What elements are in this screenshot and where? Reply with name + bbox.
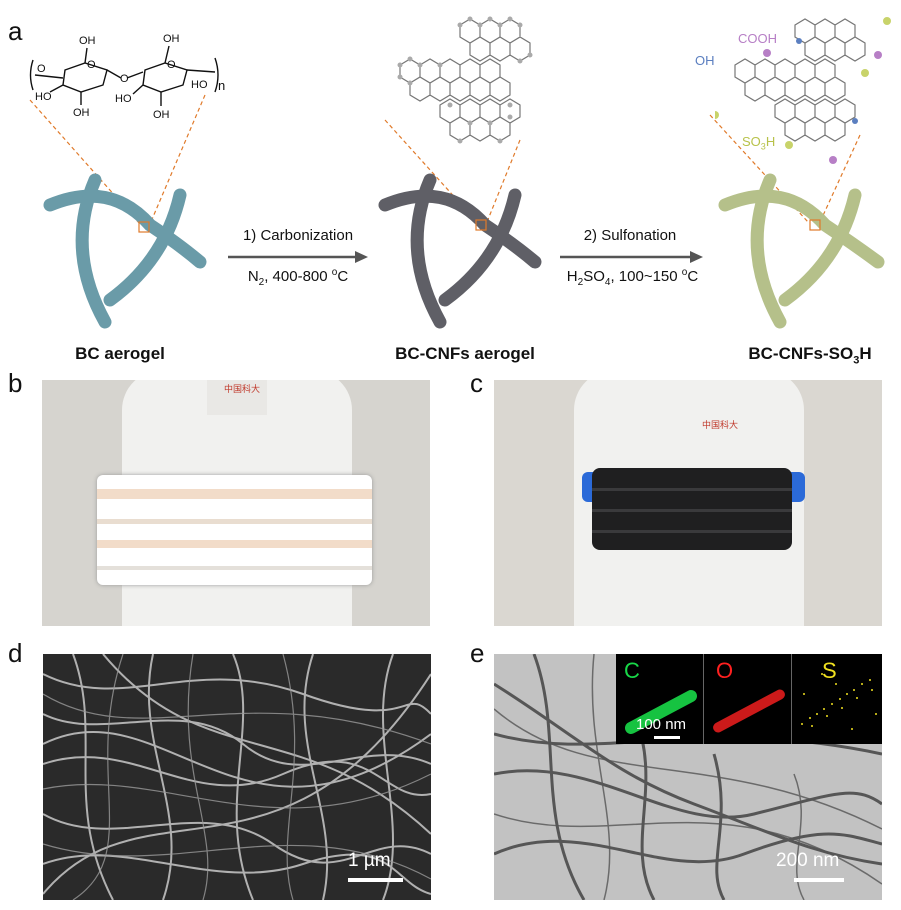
step1-title: 1) Carbonization [242, 227, 354, 244]
eds-map-c: C [616, 654, 704, 744]
bc-cnfs-aerogel-label: BC-CNFs aerogel [395, 344, 535, 363]
so3h-group-label: SO3H [742, 134, 776, 152]
eds-map-o-fiber [711, 687, 787, 735]
eds-map-s-dots [801, 673, 877, 730]
coat-collar [207, 380, 267, 415]
coat-stamp: 中国科大 [224, 384, 261, 394]
svg-text:HO: HO [115, 93, 132, 105]
sem-fiber-network [43, 654, 431, 900]
step2-title: 2) Sulfonation [583, 227, 677, 244]
sem-scale-label: 1 µm [348, 850, 391, 871]
tem-image: C O S 100 nm 200 nm [494, 654, 882, 900]
photo-bc-cnfs-aerogel: 中国科大 [494, 380, 882, 626]
coat-stamp: 中国科大 [702, 420, 739, 430]
cellulose-structure: O O O O OH OH HO HO OH OH HO [29, 33, 219, 121]
panel-letter-a: a [8, 16, 23, 46]
panel-letter-c: c [470, 368, 483, 398]
eds-maps: C O S 100 nm [616, 654, 882, 744]
svg-text:OH: OH [163, 33, 180, 45]
svg-text:O: O [167, 59, 176, 71]
eds-map-o: O [704, 654, 792, 744]
photo-bc-aerogel: 中国科大 [42, 380, 430, 626]
scheme-fibers-and-zoom-lines [29, 94, 885, 329]
oh-group-label: OH [695, 53, 715, 68]
eds-scale-bar [654, 736, 680, 739]
svg-text:O: O [87, 59, 96, 71]
graphene-structure-so3h [715, 17, 891, 164]
panel-letter-b: b [8, 368, 23, 398]
eds-label-s: S [822, 658, 837, 683]
panel-letter-d: d [8, 638, 23, 668]
svg-text:O: O [120, 73, 129, 85]
svg-text:OH: OH [79, 35, 96, 47]
tem-fibers [494, 654, 882, 900]
bc-cnfs-so3h-label: BC-CNFs-SO3H [748, 344, 872, 367]
graphene-structure-cnf [397, 16, 533, 144]
tem-scale-label: 200 nm [776, 850, 840, 871]
eds-scale-label: 100 nm [636, 716, 687, 733]
svg-text:OH: OH [153, 109, 170, 121]
svg-text:HO: HO [191, 79, 208, 91]
eds-map-s: S [792, 654, 882, 744]
svg-text:O: O [37, 63, 46, 75]
bc-aerogel-label: BC aerogel [75, 344, 165, 363]
svg-text:OH: OH [73, 107, 90, 119]
sem-image: 1 µm [43, 654, 431, 900]
polymer-n-label: n [218, 78, 226, 93]
eds-label-c: C [624, 658, 640, 683]
step1-condition: N2, 400-800 oC [247, 267, 349, 288]
svg-text:HO: HO [35, 91, 52, 103]
step2-condition: H2SO4, 100~150 oC [566, 267, 699, 288]
cooh-group-label: COOH [738, 31, 777, 46]
eds-label-o: O [716, 658, 734, 683]
black-aerogel-stack [592, 468, 792, 550]
tem-scale-bar [794, 878, 844, 882]
panel-letter-e: e [470, 638, 485, 668]
white-aerogel-stack [97, 475, 372, 585]
bc-fiber [43, 189, 207, 269]
sem-scale-bar [348, 878, 403, 882]
